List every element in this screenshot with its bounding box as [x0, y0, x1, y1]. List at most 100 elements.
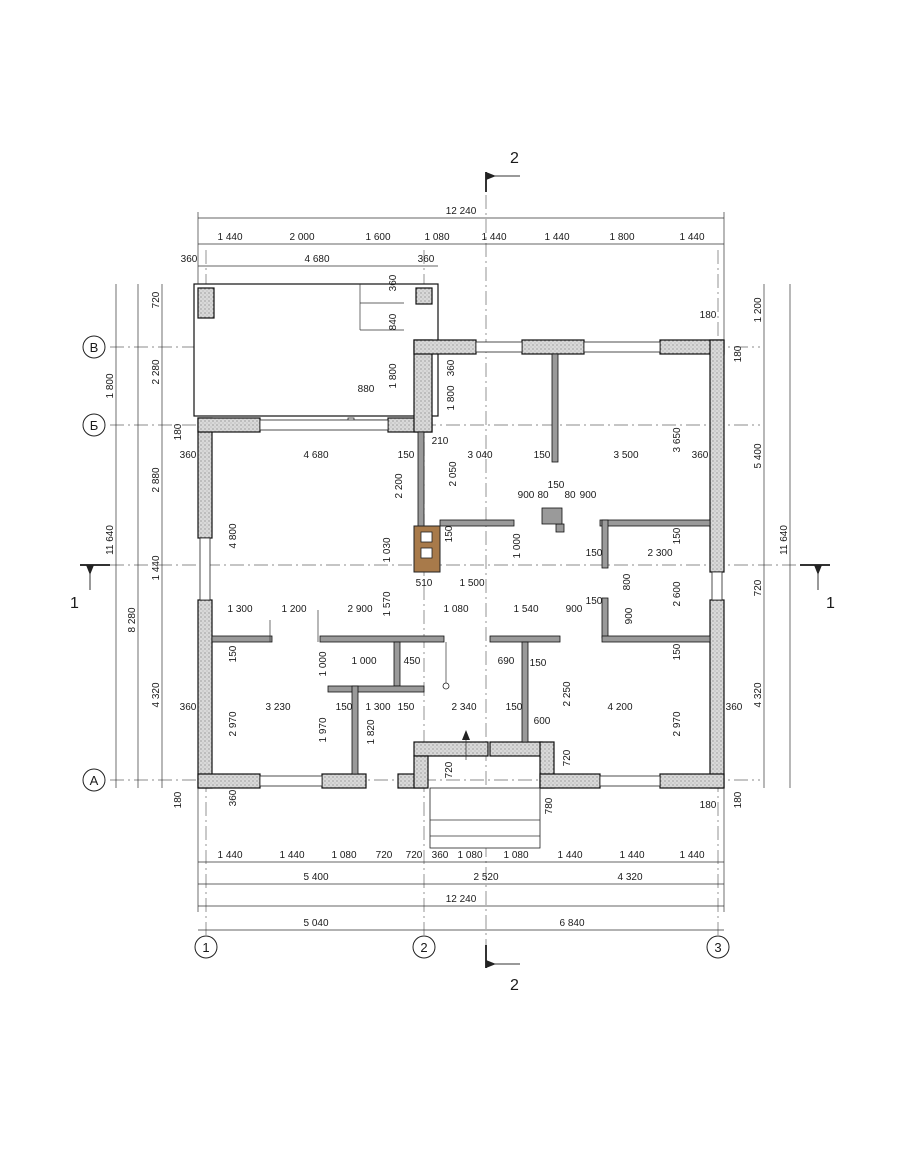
- dim-inner: 2 970: [228, 711, 239, 736]
- dim-inner: 4 800: [228, 523, 239, 548]
- dim-inner: 2 050: [448, 461, 459, 486]
- dim-inner: 4 680: [303, 450, 328, 461]
- dim-top-2: 2 000: [289, 232, 314, 243]
- svg-text:В: В: [90, 340, 99, 355]
- dim-inner: 80: [537, 490, 549, 501]
- dim-inner: 1 800: [388, 363, 399, 388]
- dim-inner: 1 300: [365, 702, 390, 713]
- dimension-lines: [115, 212, 791, 931]
- dim-bottom-7: 1 080: [457, 850, 482, 861]
- dim-inner: 150: [672, 527, 683, 544]
- dim-inner: 900: [624, 607, 635, 624]
- dim-inner: 150: [534, 450, 551, 461]
- dim-bottom-10: 1 440: [619, 850, 644, 861]
- dim-inner: 150: [228, 645, 239, 662]
- dim-inner: 80: [564, 490, 576, 501]
- dim-inner: 150: [336, 702, 353, 713]
- dim-inner: 360: [692, 450, 709, 461]
- dim-inner: 1 300: [227, 604, 252, 615]
- dim-bottom-6: 360: [432, 850, 449, 861]
- dim-inner: 840: [388, 313, 399, 330]
- dim-right-overall: 11 640: [779, 525, 790, 555]
- dim-inner: 3 040: [467, 450, 492, 461]
- axis-bubble-row-a: А: [82, 768, 106, 792]
- dim-bottom-8: 1 080: [503, 850, 528, 861]
- dim-inner: 1 820: [366, 719, 377, 744]
- dim-inner: 2 250: [562, 681, 573, 706]
- axis-bubble-row-b: Б: [82, 413, 106, 437]
- dim-top-r2-2: 4 680: [304, 254, 329, 265]
- svg-text:1: 1: [202, 940, 209, 955]
- dim-left-4320: 4 320: [151, 682, 162, 707]
- dim-inner: 150: [398, 450, 415, 461]
- dim-inner: 1 000: [318, 651, 329, 676]
- dim-right-180-bottom: 180: [733, 791, 744, 808]
- section-mark-top: 2: [485, 150, 520, 192]
- dim-inner: 1 540: [513, 604, 538, 615]
- section-mark-right: 1: [800, 564, 835, 612]
- dim-left-8280: 8 280: [127, 607, 138, 632]
- stove-block: [413, 525, 441, 573]
- dim-top-5: 1 440: [481, 232, 506, 243]
- dim-inner: 2 200: [394, 473, 405, 498]
- dim-inner: 2 900: [347, 604, 372, 615]
- dim-top-r2-3: 360: [418, 254, 435, 265]
- dim-inner: 1 570: [382, 591, 393, 616]
- terrace: [193, 283, 439, 425]
- dim-inner: 150: [586, 548, 603, 559]
- section-mark-bottom: 2: [485, 945, 520, 994]
- dim-inner: 360: [388, 274, 399, 291]
- dim-left-720: 720: [151, 291, 162, 308]
- dim-bottom-axes-2: 6 840: [559, 918, 584, 929]
- dim-right-1200: 1 200: [753, 297, 764, 322]
- dim-inner: 150: [548, 480, 565, 491]
- dim-inner: 150: [398, 702, 415, 713]
- dim-inner: 880: [358, 384, 375, 395]
- dim-inner: 360: [726, 702, 743, 713]
- dims-bottom: 1 440 1 440 1 080 720 720 360 1 080 1 08…: [217, 850, 704, 929]
- dim-inner: 510: [416, 578, 433, 589]
- dim-inner: 210: [432, 436, 449, 447]
- dim-inner: 1 970: [318, 717, 329, 742]
- dim-bottom-overall: 12 240: [446, 894, 477, 905]
- dim-inner: 2 340: [451, 702, 476, 713]
- dims-right: 11 640 1 200 180 5 400 720 4 320 180: [733, 297, 790, 808]
- dim-inner: 150: [586, 596, 603, 607]
- dim-top-overall: 12 240: [446, 206, 477, 217]
- interior-walls: [211, 353, 711, 775]
- dim-inner: 150: [530, 658, 547, 669]
- dim-bottom-5: 720: [406, 850, 423, 861]
- dim-inner: 1 000: [512, 533, 523, 558]
- dim-top-r2-1: 360: [181, 254, 198, 265]
- dim-inner: 360: [180, 702, 197, 713]
- dim-inner: 180: [700, 800, 717, 811]
- section-label-top: 2: [510, 150, 519, 167]
- dim-inner: 450: [404, 656, 421, 667]
- dim-inner: 3 230: [265, 702, 290, 713]
- dim-left-180: 180: [173, 423, 184, 440]
- dim-left-2280: 2 280: [151, 359, 162, 384]
- axis-bubble-col-2: 2: [412, 935, 436, 959]
- section-label-right: 1: [826, 595, 835, 612]
- dims-top: 12 240 1 440 2 000 1 600 1 080 1 440 1 4…: [181, 206, 705, 265]
- dim-bottom-r2-2: 2 520: [473, 872, 498, 883]
- dims-interior: 360 840 880 1 800 360 1 800 210 150 3 04…: [180, 274, 743, 814]
- dim-bottom-11: 1 440: [679, 850, 704, 861]
- dim-inner: 360: [180, 450, 197, 461]
- dim-inner: 1 500: [459, 578, 484, 589]
- dim-inner: 900: [518, 490, 535, 501]
- dim-right-4320: 4 320: [753, 682, 764, 707]
- dim-inner: 720: [562, 749, 573, 766]
- svg-text:А: А: [90, 773, 99, 788]
- dim-inner: 3 500: [613, 450, 638, 461]
- dim-inner: 1 080: [443, 604, 468, 615]
- entrance-steps: [429, 730, 541, 849]
- dim-inner: 1 000: [351, 656, 376, 667]
- dim-top-4: 1 080: [424, 232, 449, 243]
- dim-inner: 600: [534, 716, 551, 727]
- svg-text:Б: Б: [90, 418, 99, 433]
- axis-bubble-row-v: В: [82, 335, 106, 359]
- section-label-bottom: 2: [510, 977, 519, 994]
- dim-right-180: 180: [733, 345, 744, 362]
